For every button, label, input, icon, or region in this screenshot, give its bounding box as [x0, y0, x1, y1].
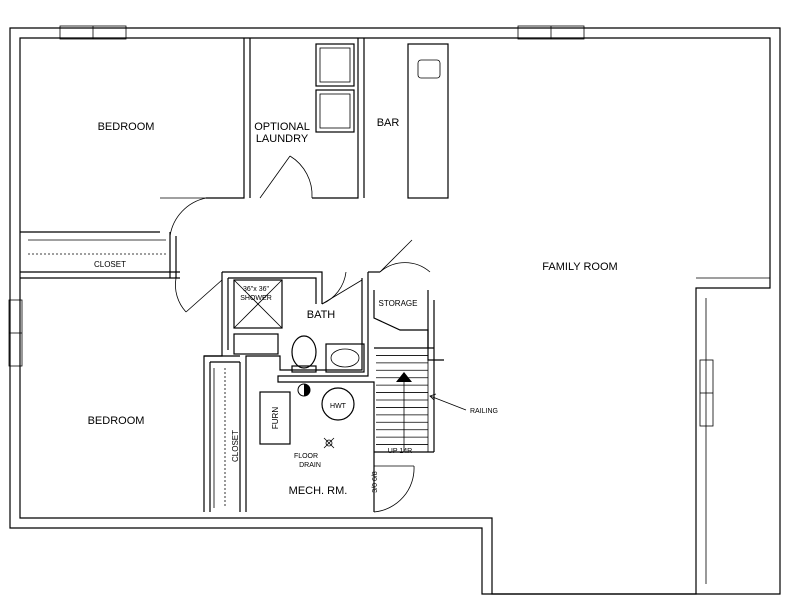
- door-size-label: 3/0 6/8: [372, 471, 379, 493]
- exterior-walls: [9, 27, 781, 595]
- windows: [8, 25, 714, 427]
- stair-note-label: UP 14R: [388, 448, 412, 455]
- bath-fixtures: [233, 279, 365, 373]
- hwt-label: HWT: [330, 403, 347, 410]
- bath-label: BATH: [307, 309, 336, 321]
- furnace-label: FURN: [271, 407, 280, 429]
- floor-drain-label-line1: FLOOR: [294, 453, 318, 460]
- interior-walls: [20, 38, 444, 512]
- closet-left-label: CLOSET: [231, 430, 240, 462]
- bar-counter: [407, 43, 449, 199]
- closet-top-label: CLOSET: [94, 260, 126, 269]
- floor-drain-label-line2: DRAIN: [299, 462, 321, 469]
- stairs: [376, 348, 467, 452]
- bedroom-top-label: BEDROOM: [98, 121, 155, 133]
- mech-room-label: MECH. RM.: [289, 485, 348, 497]
- mech-equipment: [259, 383, 355, 449]
- optional-laundry-label-line1: OPTIONAL: [254, 121, 310, 133]
- family-room-label: FAMILY ROOM: [542, 261, 617, 273]
- closets: [28, 239, 226, 508]
- doors: [160, 155, 431, 513]
- shower-label: SHOWER: [240, 295, 272, 302]
- bar-label: BAR: [377, 117, 400, 129]
- optional-laundry-label-line2: LAUNDRY: [256, 133, 309, 145]
- railing-label: RAILING: [470, 408, 498, 415]
- storage-label: STORAGE: [379, 299, 418, 308]
- bedroom-bottom-label: BEDROOM: [88, 415, 145, 427]
- shower-size-label: 36"x 36": [243, 286, 270, 293]
- laundry-appliances: [315, 43, 355, 133]
